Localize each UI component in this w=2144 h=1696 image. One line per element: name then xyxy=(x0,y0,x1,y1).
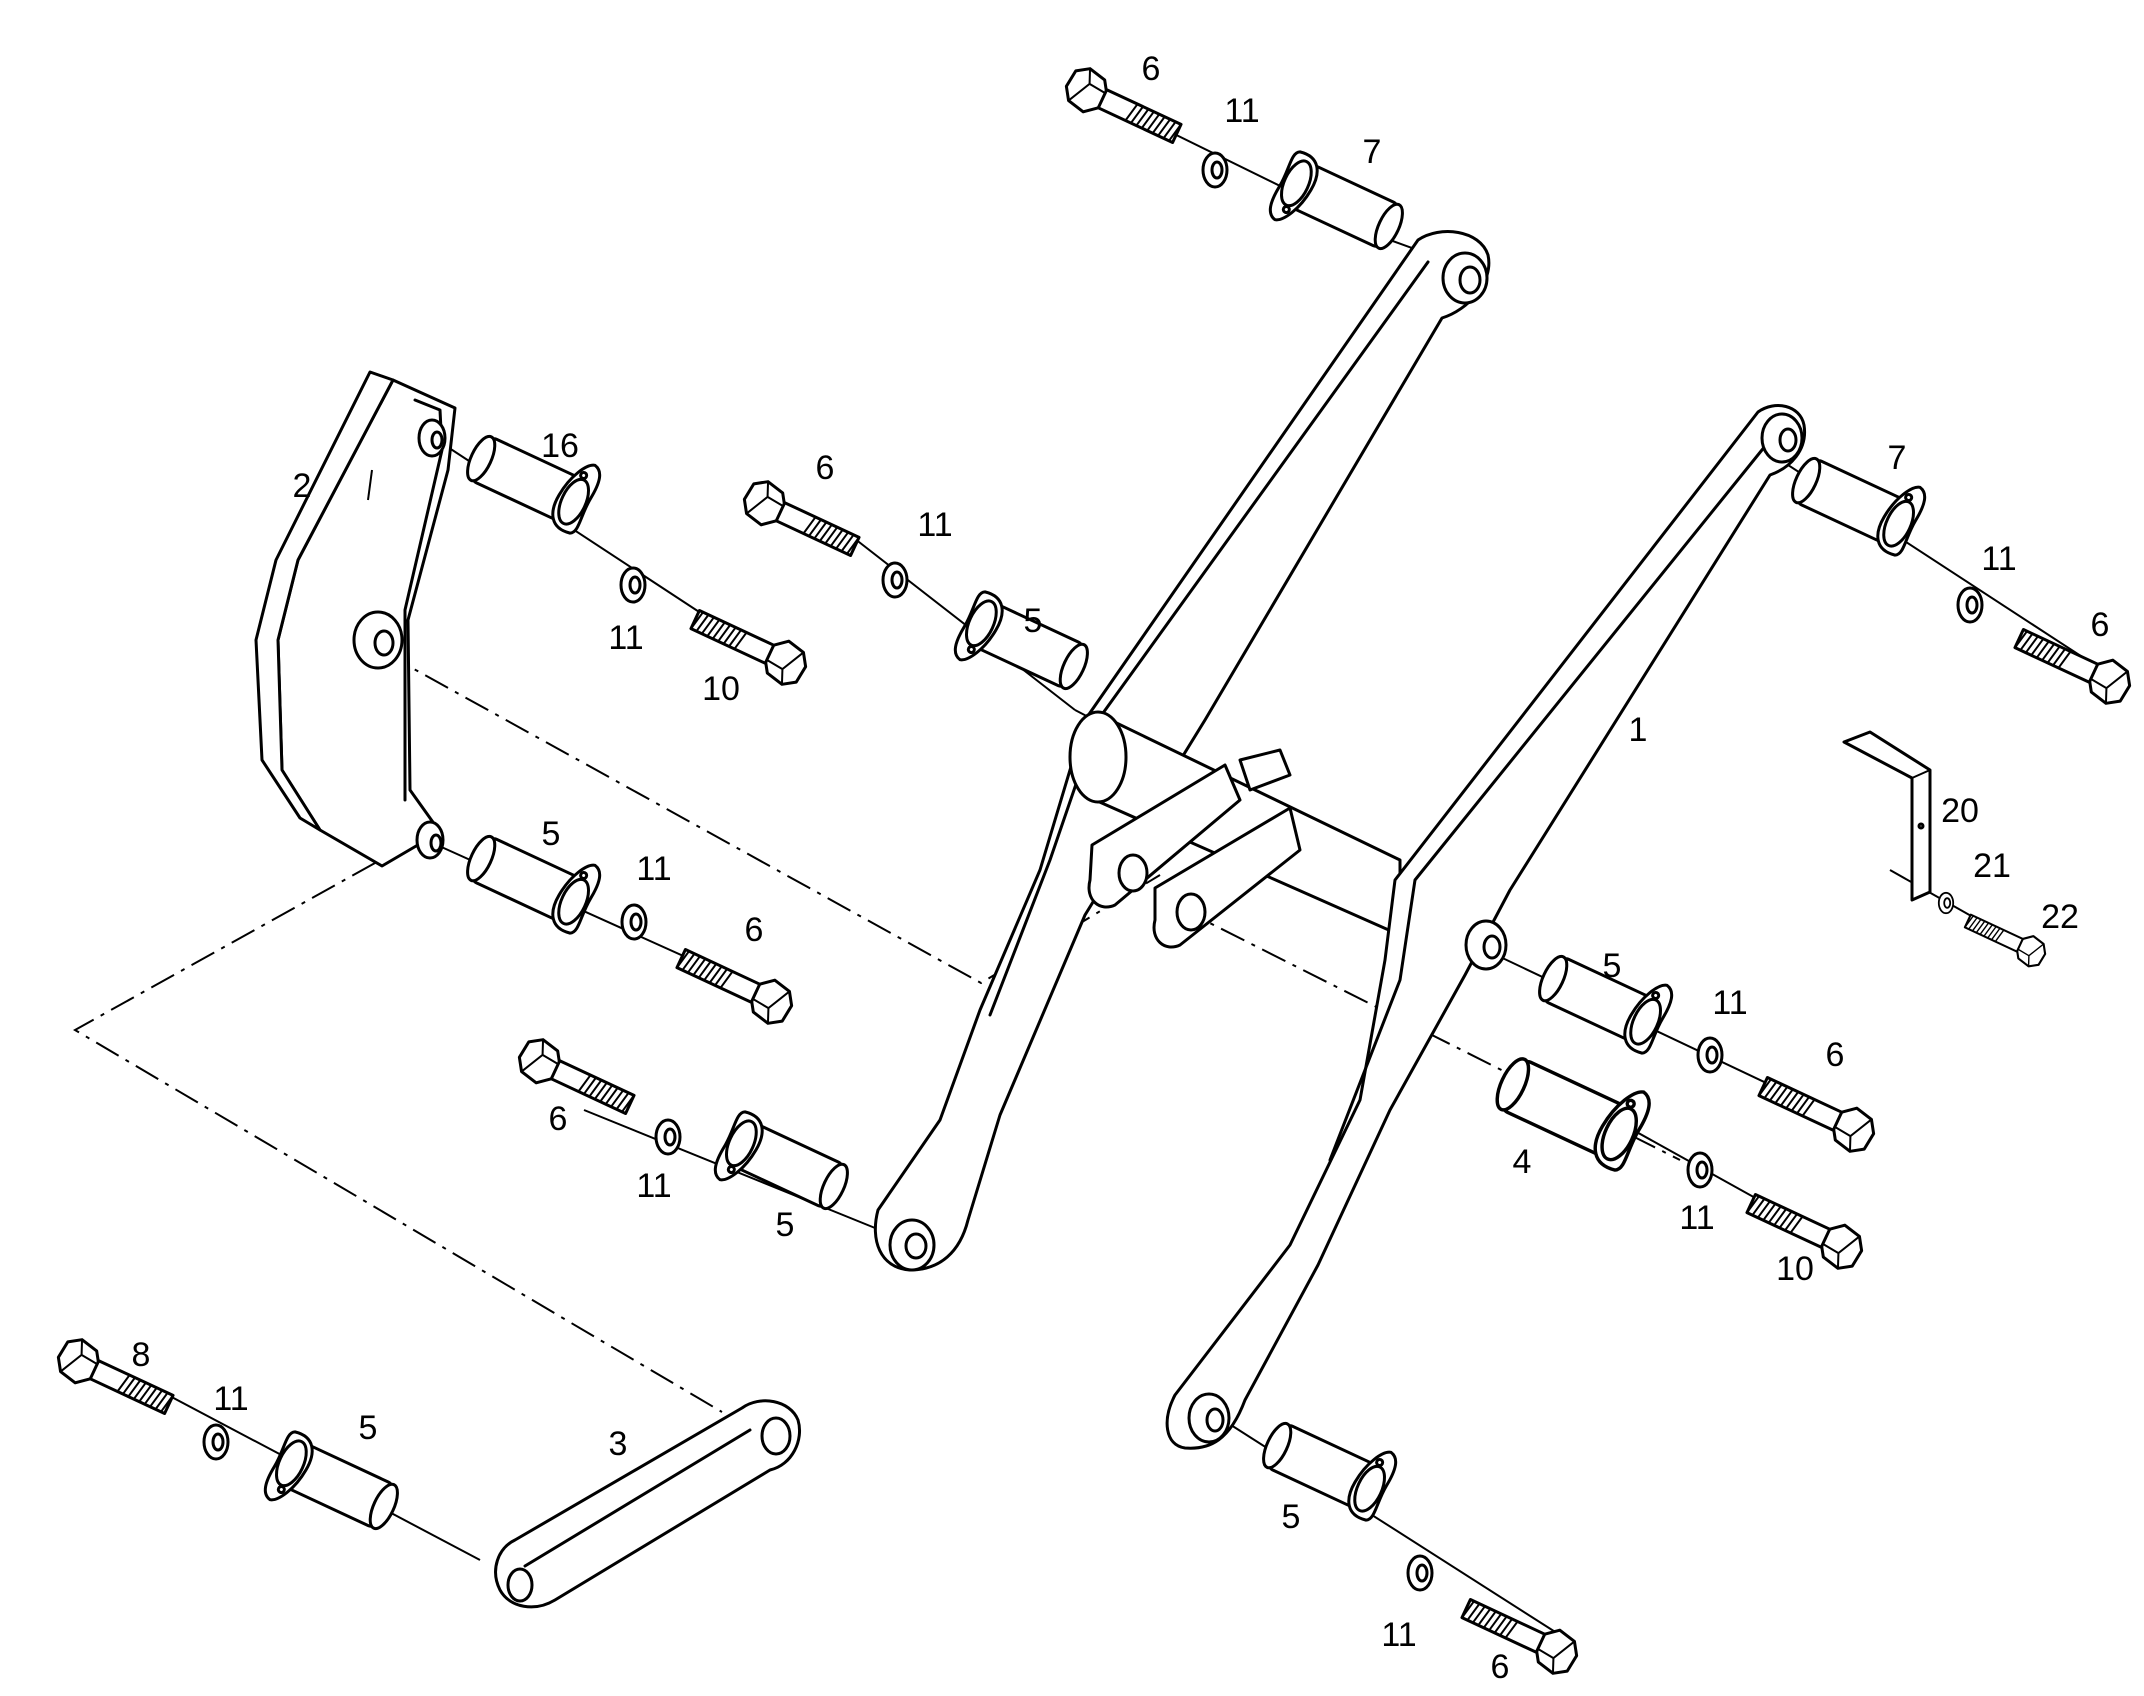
callout-c11a: 11 xyxy=(1224,92,1259,130)
part-3-link xyxy=(494,1399,801,1609)
callout-c5f: 5 xyxy=(1282,1498,1301,1536)
callout-c11d: 11 xyxy=(1981,540,2016,578)
callout-c6c: 6 xyxy=(2091,606,2110,644)
callout-c11i: 11 xyxy=(213,1380,248,1418)
callout-c6e: 6 xyxy=(1826,1036,1845,1074)
part-1-boom-frame xyxy=(873,230,1807,1450)
callout-c22: 22 xyxy=(2041,898,2079,936)
callout-c6g: 6 xyxy=(1491,1648,1510,1686)
callout-c6a: 6 xyxy=(1142,50,1161,88)
callout-c6b: 6 xyxy=(816,449,835,487)
callout-c11j: 11 xyxy=(1381,1616,1416,1654)
callout-c6f: 6 xyxy=(549,1100,568,1138)
callout-c7b: 7 xyxy=(1888,439,1907,477)
callout-c5a: 5 xyxy=(1024,602,1043,640)
callout-c10b: 10 xyxy=(1776,1250,1814,1288)
callout-c5c: 5 xyxy=(1603,947,1622,985)
callout-c10a: 10 xyxy=(702,670,740,708)
callout-c11h: 11 xyxy=(1679,1199,1714,1237)
callout-c11g: 11 xyxy=(636,1167,671,1205)
part-20-bracket xyxy=(1842,730,1932,902)
part-2-bracket xyxy=(254,370,457,868)
callout-c5b: 5 xyxy=(542,815,561,853)
callout-c21: 21 xyxy=(1973,847,2011,885)
callout-c16: 16 xyxy=(541,427,579,465)
callout-c3: 3 xyxy=(609,1425,628,1463)
callout-c1: 1 xyxy=(1629,711,1648,749)
callout-c11b: 11 xyxy=(917,506,952,544)
assembly-drawing: 1 2 3 4 5 5 5 5 5 5 6 6 6 6 6 6 6 7 7 8 10 10 11 11 11 11 11 11 11 11… xyxy=(50,50,2138,1686)
callout-c2: 2 xyxy=(293,467,312,505)
callout-c7a: 7 xyxy=(1363,133,1382,171)
callout-c11f: 11 xyxy=(1712,984,1747,1022)
callout-c5d: 5 xyxy=(776,1206,795,1244)
callout-c6d: 6 xyxy=(745,911,764,949)
callout-c11c: 11 xyxy=(608,619,643,657)
callout-c11e: 11 xyxy=(636,850,671,888)
callout-labels: 1 2 3 4 5 5 5 5 5 5 6 6 6 6 6 6 6 7 7 8 10 10 11 11 11 11 11 11 11 11… xyxy=(132,50,2110,1686)
callout-c4: 4 xyxy=(1513,1143,1532,1181)
callout-c5e: 5 xyxy=(359,1409,378,1447)
callout-c8: 8 xyxy=(132,1336,151,1374)
callout-c20: 20 xyxy=(1941,792,1979,830)
